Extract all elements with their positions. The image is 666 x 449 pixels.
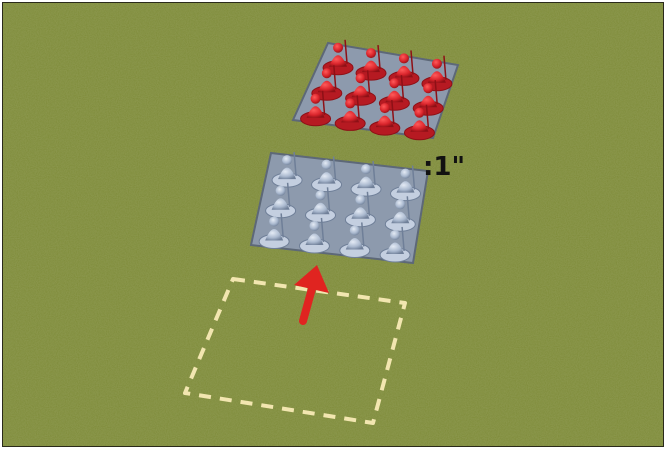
distance-label: :1" xyxy=(423,152,465,182)
board-canvas: :1" xyxy=(3,3,663,446)
blue-regiment-icon[interactable] xyxy=(251,152,428,263)
